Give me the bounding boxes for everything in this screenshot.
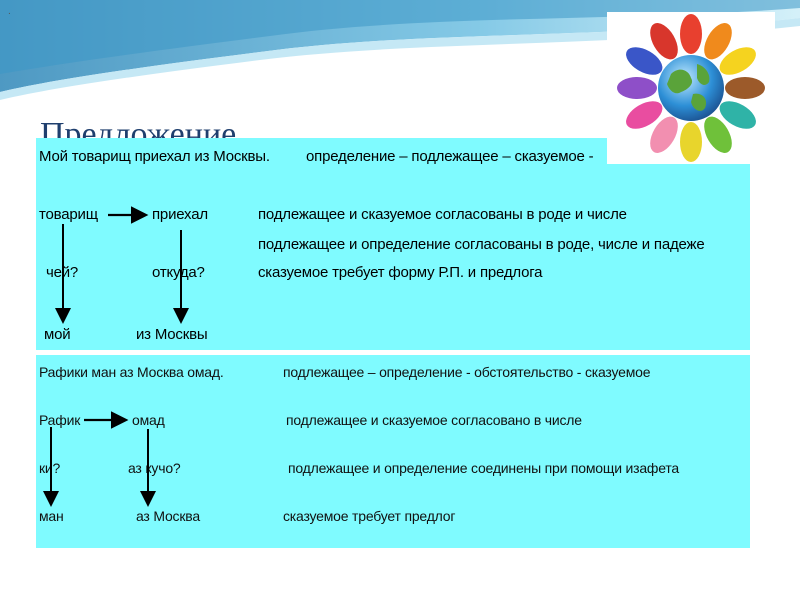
sentence-ru: Мой товарищ приехал из Москвы.	[39, 148, 270, 165]
rule-tj-1: подлежащее и сказуемое согласовано в чис…	[286, 412, 582, 428]
subject-word-ru: товарищ	[39, 206, 98, 223]
verb-word-tj: омад	[132, 412, 165, 428]
rule-tj-2: подлежащее и определение соединены при п…	[288, 460, 680, 476]
header-wave	[0, 0, 800, 100]
subject-word-tj: Рафик	[39, 412, 81, 428]
word-order-tj: подлежащее – определение - обстоятельств…	[283, 364, 651, 380]
arrows-tj	[43, 411, 156, 507]
question-from-where-ru: откуда?	[152, 264, 205, 281]
rule-tj-3: сказуемое требует предлог	[283, 508, 456, 524]
answer-from-moscow-ru: из Москвы	[136, 326, 208, 343]
question-whose-tj: ки?	[39, 460, 61, 476]
russian-analysis-panel: Мой товарищ приехал из Москвы. определен…	[36, 138, 750, 350]
rule-ru-3: сказуемое требует форму Р.П. и предлога	[258, 264, 543, 281]
rule-ru-1: подлежащее и сказуемое согласованы в род…	[258, 206, 627, 223]
question-from-where-tj: аз кучо?	[128, 460, 181, 476]
sentence-tj: Рафики ман аз Москва омад.	[39, 364, 224, 380]
verb-word-ru: приехал	[152, 206, 208, 223]
answer-my-ru: мой	[44, 326, 71, 343]
arrows-ru	[55, 206, 189, 324]
tajik-analysis-panel: Рафики ман аз Москва омад. подлежащее – …	[36, 355, 750, 548]
answer-my-tj: ман	[39, 508, 64, 524]
rule-ru-2: подлежащее и определение согласованы в р…	[258, 236, 705, 253]
word-order-ru: определение – подлежащее – сказуемое -	[306, 148, 594, 165]
answer-from-moscow-tj: аз Москва	[136, 508, 200, 524]
hands-around-globe-icon	[607, 12, 775, 164]
header-mark: .	[8, 6, 11, 17]
